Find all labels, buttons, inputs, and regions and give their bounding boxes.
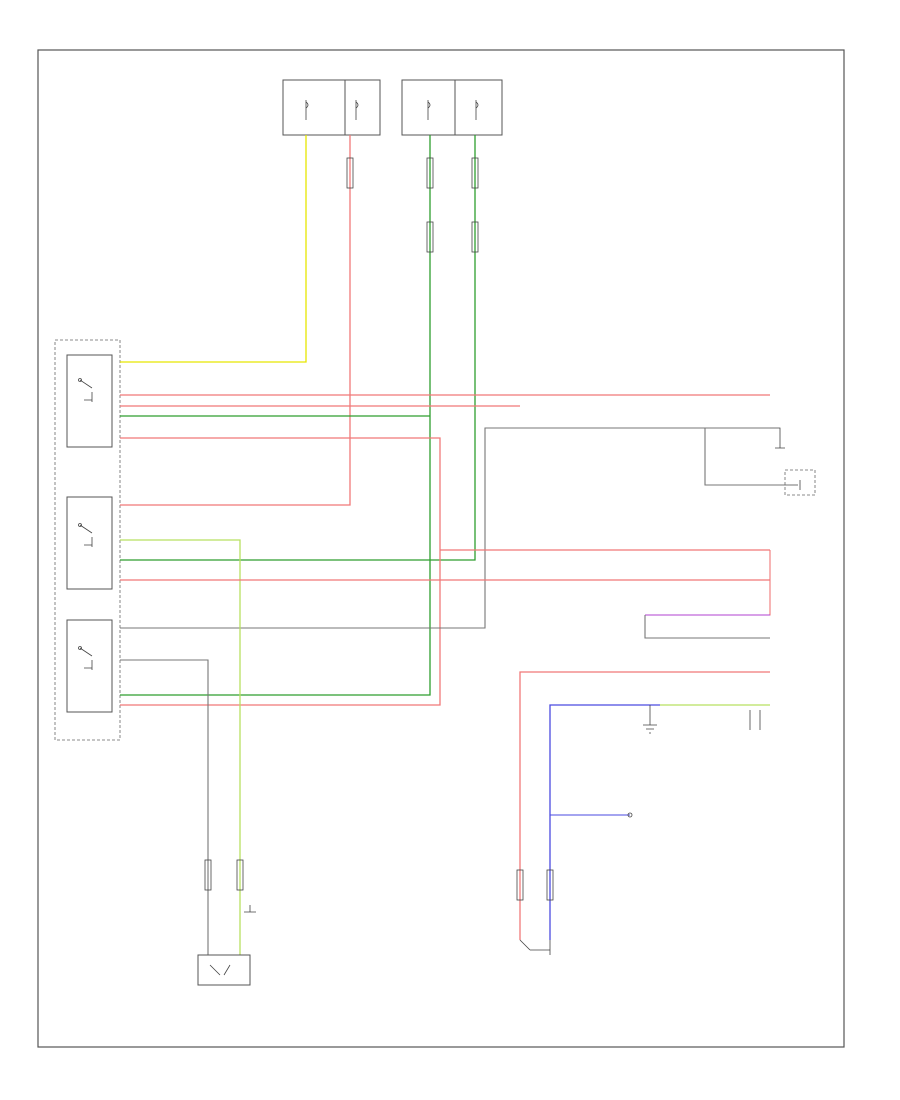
- brake-switch: [197, 905, 256, 986]
- control-unit: [643, 705, 657, 734]
- fuse-icon: [427, 100, 479, 120]
- fuse-box-left: [282, 79, 381, 136]
- fuse-box-right: [401, 79, 503, 136]
- sensor-icon: [790, 480, 801, 490]
- relay-2: [66, 496, 113, 590]
- connector-icon: [471, 157, 479, 189]
- diagram-border: [37, 49, 845, 1048]
- wire-green-1: [120, 135, 431, 696]
- relay-3: [66, 619, 113, 713]
- connector-icon: [346, 157, 354, 189]
- wire-red-7: [645, 550, 771, 616]
- right-front-sensor: [784, 469, 816, 496]
- connector-icon: [546, 869, 554, 901]
- connector-icon: [426, 157, 434, 189]
- left-front-sensor: [770, 427, 785, 449]
- wire-red-1: [120, 135, 351, 506]
- position-sensor: [519, 939, 551, 955]
- wire-yellow-1: [120, 135, 307, 363]
- connector-icon: [236, 859, 244, 891]
- relay-switch-icon: [78, 523, 93, 547]
- ground-icon: [643, 705, 657, 734]
- relay-1: [66, 354, 113, 448]
- ground-icon: [244, 905, 256, 913]
- rear-sensor: [749, 710, 761, 730]
- wire-gray-4: [120, 659, 209, 880]
- wire-green-2: [120, 135, 476, 561]
- wire-gray-3: [644, 615, 770, 639]
- wire-red-8: [519, 671, 770, 880]
- wire-red-4: [120, 437, 441, 706]
- fuse-icon: [305, 100, 359, 120]
- wire-gray-1: [120, 427, 770, 629]
- connector-icon: [426, 221, 434, 253]
- connector-icon: [204, 859, 212, 891]
- relay-switch-icon: [209, 964, 231, 976]
- wire-gray-2: [704, 428, 790, 486]
- connector-icon: [516, 869, 524, 901]
- wires: [120, 135, 790, 955]
- connector-icon: [471, 221, 479, 253]
- wire-blue-1: [549, 704, 660, 880]
- transmission-sensor-ref: [627, 812, 633, 818]
- relay-switch-icon: [78, 378, 93, 402]
- wire-lightgreen-1: [120, 539, 241, 880]
- relay-switch-icon: [78, 646, 93, 670]
- connectors: [204, 157, 554, 901]
